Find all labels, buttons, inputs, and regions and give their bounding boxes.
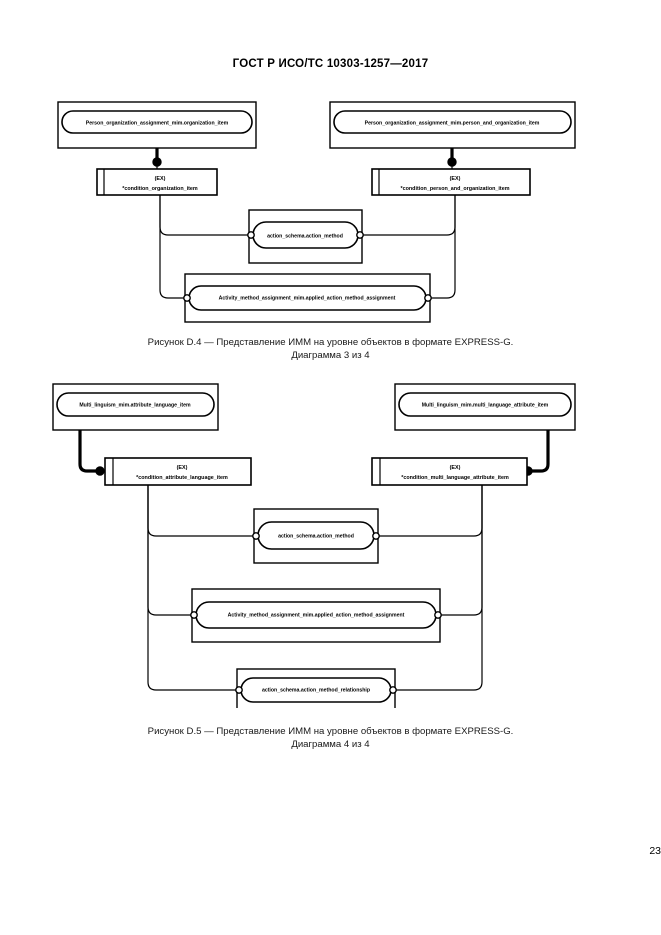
condition2-box-left bbox=[104, 457, 252, 486]
route2-right-to-method-relationship bbox=[395, 485, 483, 691]
entity-label-applied-assignment: Activity_method_assignment_mim.applied_a… bbox=[219, 295, 396, 301]
port-applied-left bbox=[183, 294, 191, 302]
page-header: ГОСТ Р ИСО/ТС 10303-1257—2017 bbox=[232, 58, 429, 70]
entity-box-top-left bbox=[61, 110, 253, 134]
connector2-right-elbow bbox=[532, 430, 550, 473]
caption-d5-line2: Диаграмма 4 из 4 bbox=[291, 739, 370, 750]
connector-right-dot bbox=[447, 157, 457, 167]
connector2-left-elbow bbox=[78, 430, 96, 473]
figure-d4-caption: Рисунок D.4 — Представление ИММ на уровн… bbox=[0, 336, 661, 362]
condition-left-tag: (EX) bbox=[155, 176, 166, 182]
entity2-label-action-method: action_schema.action_method bbox=[278, 533, 354, 539]
connector2-left-dot bbox=[95, 466, 105, 476]
entity-label-top-right: Person_organization_assignment_mim.perso… bbox=[365, 120, 540, 126]
route-left-to-applied-assignment bbox=[159, 195, 185, 299]
entity2-box-top-right bbox=[398, 392, 572, 417]
route2-right-to-applied-assignment bbox=[440, 485, 483, 616]
condition-right-name: *condition_person_and_organization_item bbox=[400, 186, 509, 192]
route2-left-to-applied-assignment bbox=[147, 485, 192, 616]
entity2-label-applied-assignment: Activity_method_assignment_mim.applied_a… bbox=[228, 612, 405, 618]
figure-d4-diagram: Person_organization_assignment_mim.organ… bbox=[57, 101, 576, 323]
port2-action-method-right bbox=[372, 532, 380, 540]
page-number: 23 bbox=[649, 845, 661, 857]
route2-left-to-action-method bbox=[147, 485, 254, 537]
route-right-to-applied-assignment bbox=[430, 195, 456, 299]
condition-left-name: *condition_organization_item bbox=[122, 186, 198, 192]
entity-label-action-method: action_schema.action_method bbox=[267, 233, 343, 239]
port-action-method-right bbox=[356, 231, 364, 239]
entity-label-top-left: Person_organization_assignment_mim.organ… bbox=[86, 120, 229, 126]
condition-box-left bbox=[96, 168, 218, 196]
entity2-label-method-relationship: action_schema.action_method_relationship bbox=[262, 687, 370, 693]
figure-d5-diagram: Multi_linguism_mim.attribute_language_it… bbox=[52, 383, 576, 708]
route2-left-to-method-relationship bbox=[147, 485, 237, 691]
caption-d4-line1: Рисунок D.4 — Представление ИММ на уровн… bbox=[147, 337, 514, 348]
figure-d5-caption: Рисунок D.5 — Представление ИММ на уровн… bbox=[0, 725, 661, 751]
route-right-to-action-method bbox=[362, 195, 456, 236]
route-left-to-action-method bbox=[159, 195, 249, 236]
port2-applied-right bbox=[434, 611, 442, 619]
frame2-top-left bbox=[52, 383, 219, 431]
port-applied-right bbox=[424, 294, 432, 302]
entity2-label-top-right: Multi_linguism_mim.multi_language_attrib… bbox=[422, 402, 549, 408]
connector-left-dot bbox=[152, 157, 162, 167]
frame2-top-right bbox=[394, 383, 576, 431]
condition-right-tag: (EX) bbox=[450, 176, 461, 182]
entity2-label-top-left: Multi_linguism_mim.attribute_language_it… bbox=[79, 402, 191, 408]
figure-d4: Person_organization_assignment_mim.organ… bbox=[0, 96, 661, 331]
condition2-right-name: *condition_multi_language_attribute_item bbox=[401, 475, 509, 481]
condition2-left-tag: (EX) bbox=[177, 465, 188, 471]
figure-d5: Multi_linguism_mim.attribute_language_it… bbox=[0, 378, 661, 708]
route2-right-to-action-method bbox=[378, 485, 483, 537]
condition2-right-tag: (EX) bbox=[450, 465, 461, 471]
entity-box-top-right bbox=[333, 110, 572, 134]
entity2-box-top-left bbox=[56, 392, 215, 417]
condition2-left-name: *condition_attribute_language_item bbox=[136, 475, 228, 481]
port2-relationship-left bbox=[235, 686, 243, 694]
port2-action-method-left bbox=[252, 532, 260, 540]
port-action-method-left bbox=[247, 231, 255, 239]
port2-relationship-right bbox=[389, 686, 397, 694]
port2-applied-left bbox=[190, 611, 198, 619]
caption-d4-line2: Диаграмма 3 из 4 bbox=[291, 350, 370, 361]
condition2-box-right bbox=[371, 457, 528, 486]
condition-box-right bbox=[371, 168, 531, 196]
caption-d5-line1: Рисунок D.5 — Представление ИММ на уровн… bbox=[147, 726, 514, 737]
